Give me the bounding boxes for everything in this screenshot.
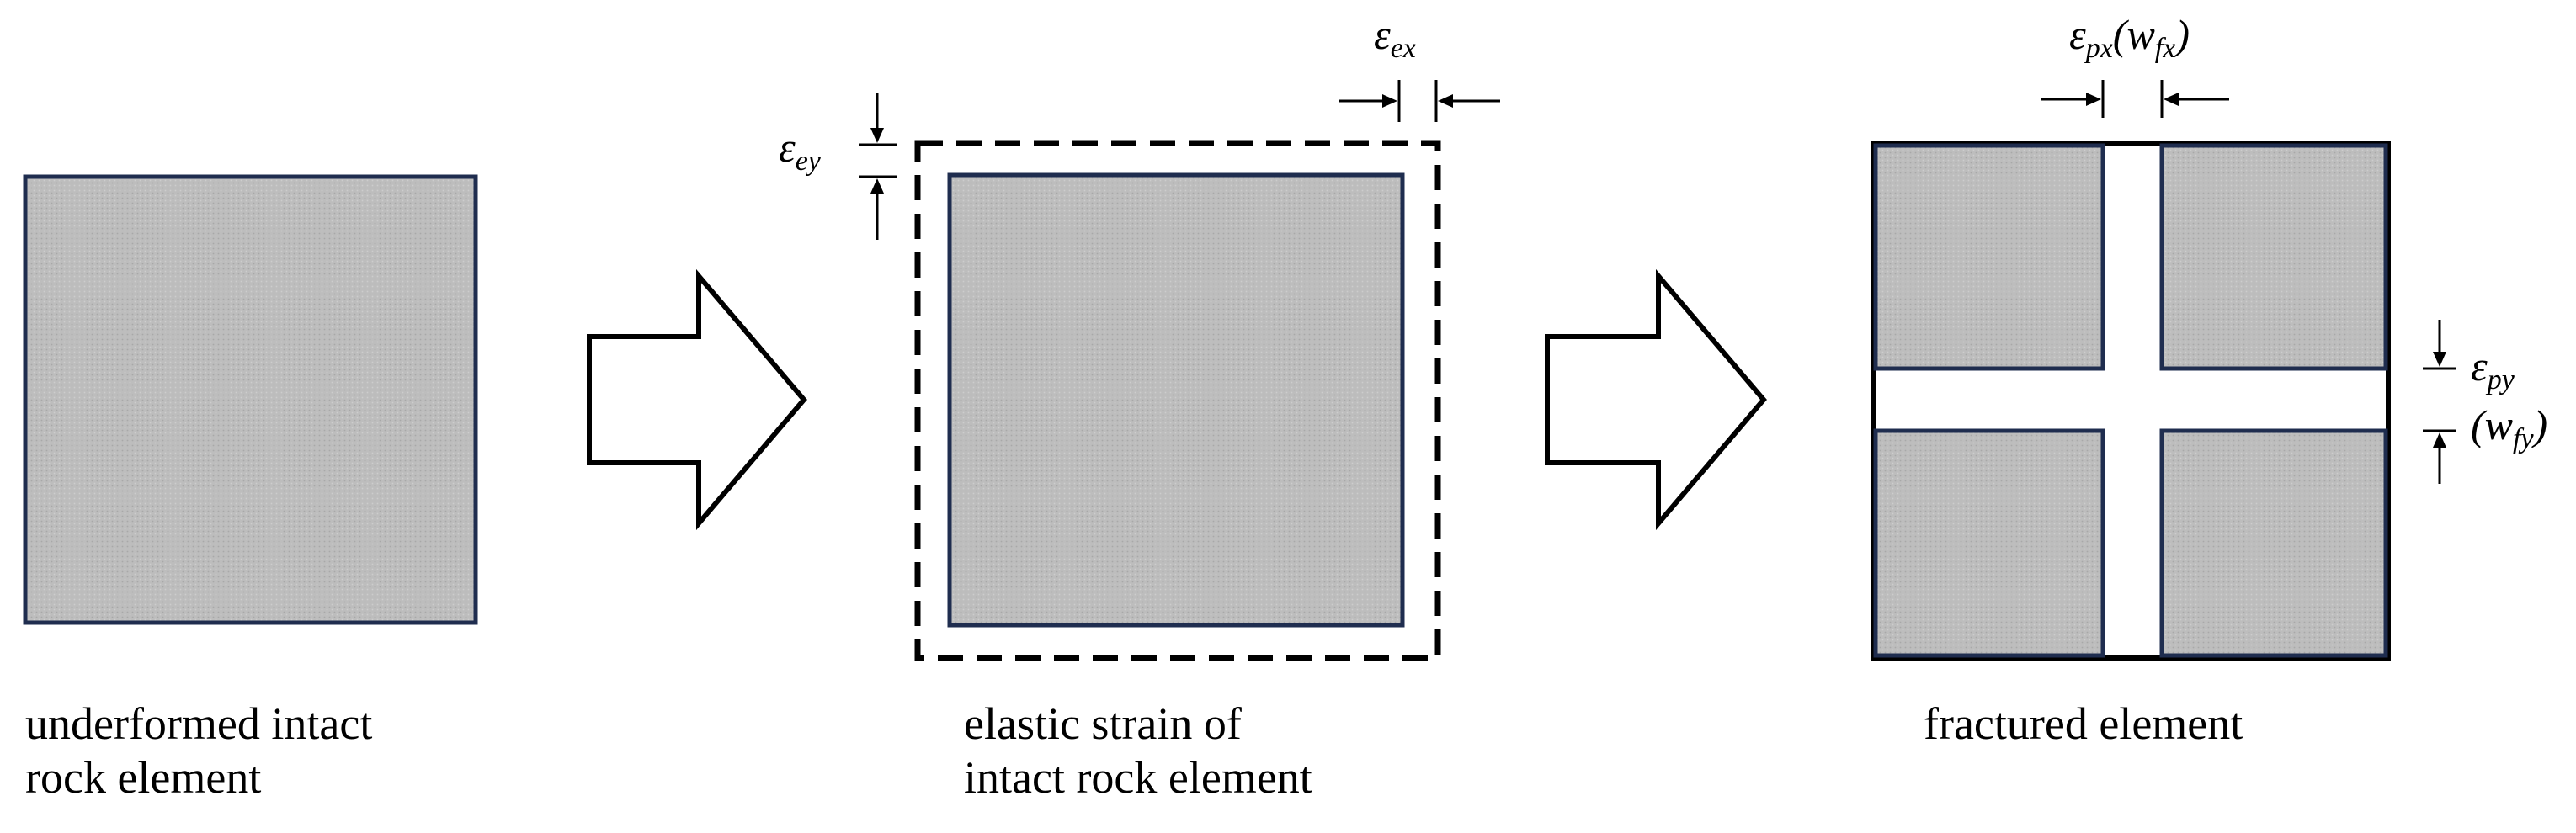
- eps-ey-indicator: [859, 93, 897, 240]
- eps-ey-label: εey: [779, 124, 822, 177]
- eps-py-indicator: [2423, 320, 2456, 484]
- eps-ex-indicator: [1339, 80, 1500, 122]
- eps-px-indicator: [2041, 80, 2229, 118]
- w-fy-label: (wfy): [2471, 401, 2547, 454]
- fragment-bottom-right: [2159, 428, 2388, 658]
- caption-undeformed-line2: rock element: [25, 752, 262, 803]
- elastic-rock-element: [947, 172, 1405, 628]
- caption-fractured-line1: fractured element: [1924, 698, 2243, 749]
- eps-px-label: εpx(wfx): [2069, 11, 2190, 64]
- strained-outline-dashed: [914, 140, 1441, 661]
- intact-rock-element: [23, 174, 478, 625]
- caption-fractured: fractured element: [1924, 697, 2243, 751]
- fragment-top-right: [2159, 143, 2388, 371]
- caption-undeformed: underformed intact rock element: [25, 697, 372, 804]
- fragment-bottom-left: [1873, 428, 2105, 658]
- caption-undeformed-line1: underformed intact: [25, 698, 373, 749]
- process-arrow-1: [587, 268, 807, 531]
- eps-ex-label: εex: [1374, 11, 1416, 64]
- eps-py-label: εpy: [2471, 342, 2515, 395]
- caption-elastic-line1: elastic strain of: [964, 698, 1242, 749]
- fragment-top-left: [1873, 143, 2105, 371]
- process-arrow-2: [1545, 268, 1767, 531]
- caption-elastic-strain: elastic strain of intact rock element: [964, 697, 1312, 804]
- caption-elastic-line2: intact rock element: [964, 752, 1312, 803]
